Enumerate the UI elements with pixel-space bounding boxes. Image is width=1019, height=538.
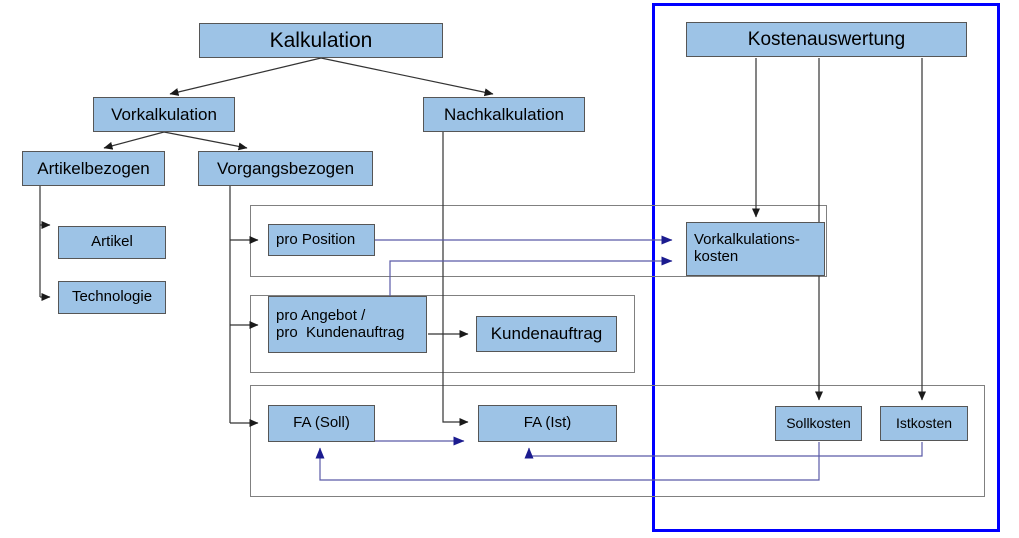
node-nachkalkulation-label: Nachkalkulation xyxy=(443,104,564,124)
node-istkosten-label: Istkosten xyxy=(895,414,953,431)
node-pro-angebot-kundenauftrag-label: pro Angebot / pro Kundenauftrag xyxy=(276,306,405,341)
node-kalkulation-label: Kalkulation xyxy=(269,28,373,52)
node-technologie-label: Technologie xyxy=(71,288,153,306)
node-kalkulation[interactable]: Kalkulation xyxy=(199,23,443,58)
node-kundenauftrag[interactable]: Kundenauftrag xyxy=(476,316,617,352)
node-vorgangsbezogen-label: Vorgangsbezogen xyxy=(216,158,355,178)
node-vorkalkulation-label: Vorkalkulation xyxy=(111,104,217,124)
node-fa-ist[interactable]: FA (Ist) xyxy=(478,405,617,442)
node-istkosten[interactable]: Istkosten xyxy=(880,406,968,441)
node-kostenauswertung[interactable]: Kostenauswertung xyxy=(686,22,967,57)
node-fa-ist-label: FA (Ist) xyxy=(523,414,572,432)
node-sollkosten-label: Sollkosten xyxy=(786,414,851,431)
node-vorgangsbezogen[interactable]: Vorgangsbezogen xyxy=(198,151,373,186)
node-vorkalkulationskosten[interactable]: Vorkalkulations- kosten xyxy=(686,222,825,276)
node-artikelbezogen[interactable]: Artikelbezogen xyxy=(22,151,165,186)
node-vorkalkulationskosten-label: Vorkalkulations- kosten xyxy=(694,231,800,265)
node-artikelbezogen-label: Artikelbezogen xyxy=(37,158,150,178)
node-sollkosten[interactable]: Sollkosten xyxy=(775,406,862,441)
node-artikel-label: Artikel xyxy=(91,233,133,251)
node-pro-position[interactable]: pro Position xyxy=(268,224,375,256)
group-box-fertigungsauftrag xyxy=(250,385,985,497)
node-fa-soll-label: FA (Soll) xyxy=(293,414,350,432)
node-technologie[interactable]: Technologie xyxy=(58,281,166,314)
node-nachkalkulation[interactable]: Nachkalkulation xyxy=(423,97,585,132)
node-fa-soll[interactable]: FA (Soll) xyxy=(268,405,375,442)
node-vorkalkulation[interactable]: Vorkalkulation xyxy=(93,97,235,132)
node-pro-position-label: pro Position xyxy=(276,230,356,248)
node-kostenauswertung-label: Kostenauswertung xyxy=(747,28,906,50)
node-pro-angebot-kundenauftrag[interactable]: pro Angebot / pro Kundenauftrag xyxy=(268,296,427,353)
node-kundenauftrag-label: Kundenauftrag xyxy=(490,324,603,344)
node-artikel[interactable]: Artikel xyxy=(58,226,166,259)
